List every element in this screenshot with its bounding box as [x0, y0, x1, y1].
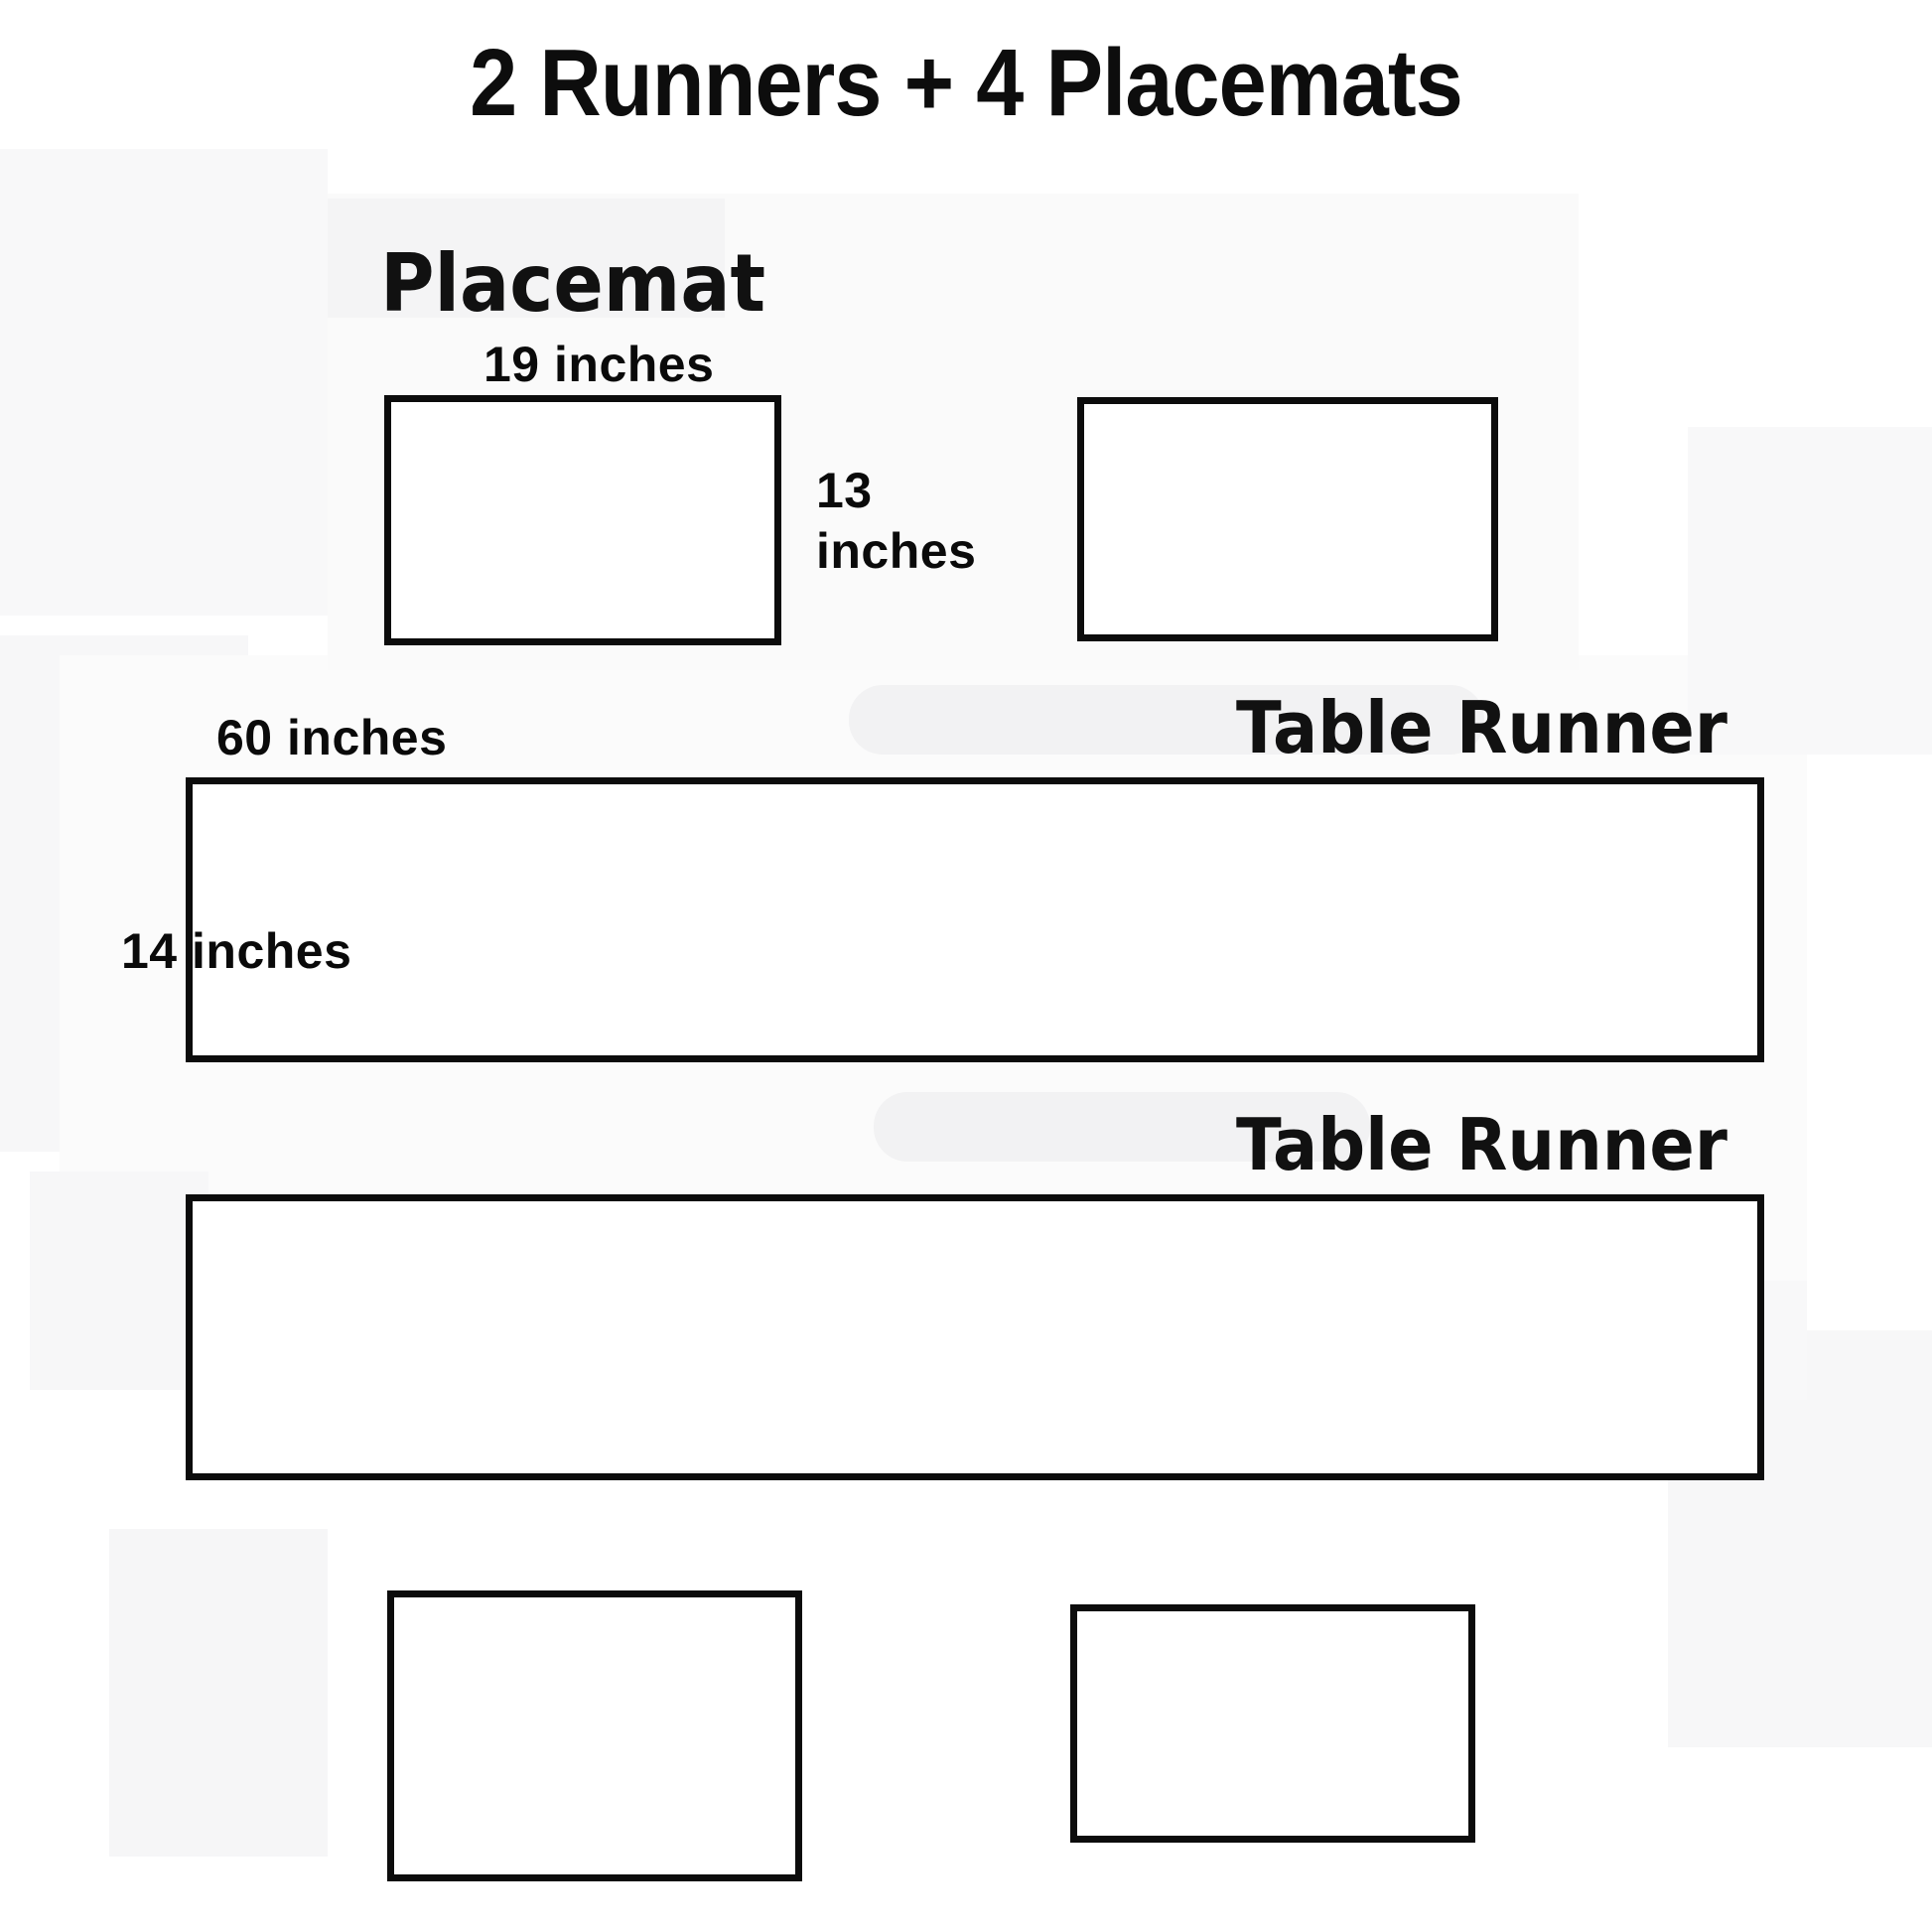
table-runner-top-label: Table Runner	[1236, 686, 1727, 769]
placemat-label: Placemat	[380, 237, 766, 330]
placemat-top-right-shape	[1077, 397, 1498, 641]
placemat-height-dimension: 13 inches	[816, 463, 977, 579]
table-runner-bottom-label: Table Runner	[1236, 1103, 1727, 1186]
page-title: 2 Runners + 4 Placemats	[470, 30, 1463, 136]
placemat-bottom-left-shape	[387, 1590, 802, 1881]
background-blotch	[30, 1172, 208, 1390]
runner-width-dimension: 60 inches	[216, 710, 448, 765]
placemat-top-left-shape	[384, 395, 781, 645]
table-runner-bottom-shape	[186, 1194, 1764, 1480]
background-blotch	[109, 1529, 328, 1857]
runner-height-dimension: 14 inches	[121, 923, 352, 979]
placemat-bottom-right-shape	[1070, 1604, 1475, 1843]
placemat-width-dimension: 19 inches	[483, 337, 715, 392]
background-blotch	[0, 149, 328, 616]
table-runner-top-shape	[186, 777, 1764, 1062]
